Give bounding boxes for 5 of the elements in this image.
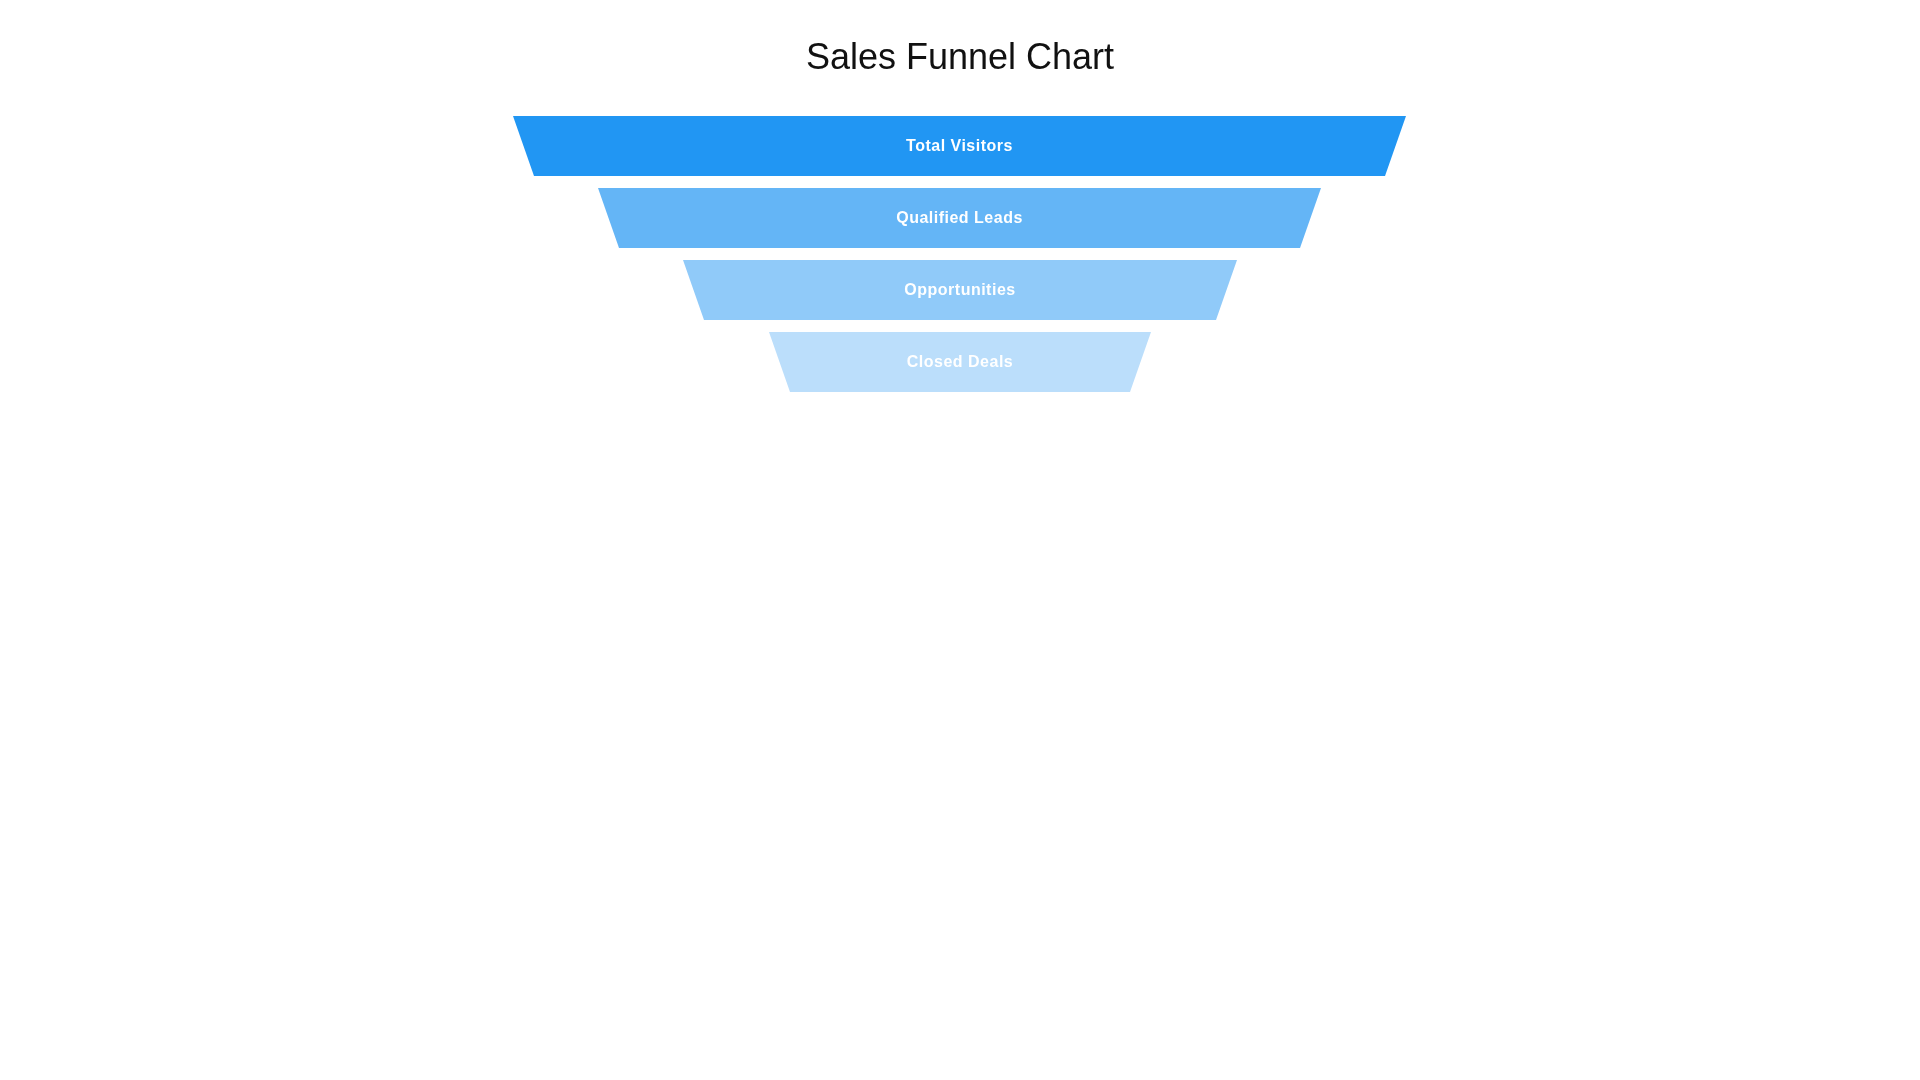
stage-label: Total Visitors <box>906 137 1013 155</box>
stage-label: Closed Deals <box>906 353 1014 371</box>
stage-label: Opportunities <box>904 281 1016 299</box>
chart-title: Sales Funnel Chart <box>805 36 1115 78</box>
stage-label: Qualified Leads <box>896 209 1023 227</box>
